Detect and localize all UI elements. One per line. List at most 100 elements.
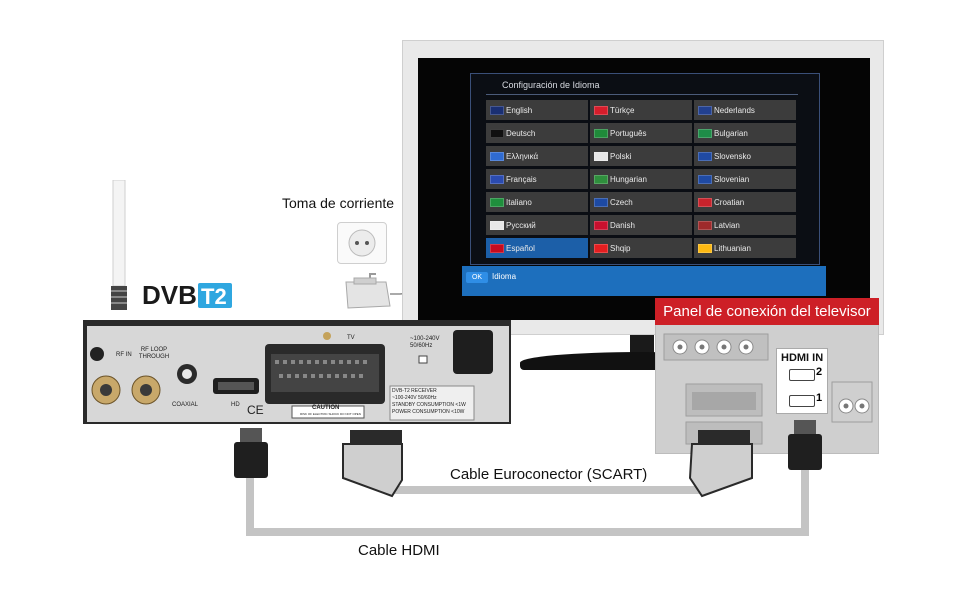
- language-option-label: Czech: [610, 197, 633, 207]
- language-option[interactable]: Slovensko: [694, 146, 796, 166]
- flag-icon: [698, 174, 712, 184]
- power-spec-label: ~100-240V 50/60Hz: [410, 336, 440, 349]
- receiver-connectors: CE: [90, 330, 493, 421]
- dvb-t2-logo: DVB T2: [140, 280, 235, 310]
- scart-plug-right: [688, 430, 753, 498]
- flag-icon: [698, 243, 712, 253]
- coaxial-label: COAXIAL: [172, 402, 199, 408]
- hdmi-cable-label: Cable HDMI: [358, 542, 440, 559]
- language-option[interactable]: Nederlands: [694, 100, 796, 120]
- hdmi-port-2-number: 2: [816, 366, 823, 378]
- language-option-label: Lithuanian: [714, 243, 751, 253]
- flag-icon: [698, 128, 712, 138]
- language-option[interactable]: Português: [590, 123, 692, 143]
- flag-icon: [490, 151, 504, 161]
- language-option-label: Español: [506, 243, 535, 253]
- hdmi-in-box: [776, 348, 828, 414]
- tv-stand-neck: [630, 335, 654, 355]
- model-label: DVB-T2 RECEIVER: [392, 388, 437, 394]
- ok-button[interactable]: OK: [466, 272, 488, 283]
- power-outlet-label: Toma de corriente: [282, 195, 395, 211]
- language-option-label: Slovensko: [714, 151, 751, 161]
- flag-icon: [594, 151, 608, 161]
- scart-plug-left: [342, 430, 403, 498]
- flag-icon: [594, 174, 608, 184]
- hdmi-port-1: [789, 395, 815, 407]
- language-option-label: Croatian: [714, 197, 745, 207]
- caution-label: CAUTION: [312, 405, 340, 411]
- language-option[interactable]: Czech: [590, 192, 692, 212]
- language-option-label: Italiano: [506, 197, 532, 207]
- language-option[interactable]: Bulgarian: [694, 123, 796, 143]
- caution-sub-label: RISK OF ELECTRIC SHOCK DO NOT OPEN: [300, 412, 361, 416]
- svg-text:DVB: DVB: [142, 280, 197, 310]
- language-option[interactable]: Polski: [590, 146, 692, 166]
- language-option[interactable]: Русский: [486, 215, 588, 235]
- language-option-label: Português: [610, 128, 647, 138]
- flag-icon: [698, 105, 712, 115]
- hdmi-plug-left: [234, 428, 268, 478]
- language-option[interactable]: Ελληνικά: [486, 146, 588, 166]
- hdmi-port-2: [789, 369, 815, 381]
- language-option-label: Русский: [506, 220, 536, 230]
- language-option-label: Shqip: [610, 243, 631, 253]
- menu-divider: [486, 94, 798, 95]
- language-option-label: Türkçe: [610, 105, 635, 115]
- dvb-t2-logo-icon: DVB T2: [142, 280, 232, 310]
- antenna: [110, 179, 128, 310]
- menu-title: Configuración de Idioma: [502, 80, 600, 90]
- language-option[interactable]: Español: [486, 238, 588, 258]
- label-line-4: POWER CONSUMPTION <10W: [392, 409, 465, 415]
- bottom-bar: [462, 266, 826, 296]
- language-option-label: Français: [506, 174, 537, 184]
- language-option-label: Bulgarian: [714, 128, 748, 138]
- hdmi-in-label: HDMI IN: [781, 352, 824, 364]
- label-line-2: ~100-240V 50/60Hz: [392, 395, 437, 401]
- antenna-icon: [111, 179, 127, 310]
- flag-icon: [490, 105, 504, 115]
- svg-text:T2: T2: [201, 284, 227, 309]
- language-option-label: Deutsch: [506, 128, 536, 138]
- language-option[interactable]: Slovenian: [694, 169, 796, 189]
- flag-icon: [490, 174, 504, 184]
- language-option[interactable]: Danish: [590, 215, 692, 235]
- language-option[interactable]: Hungarian: [590, 169, 692, 189]
- power-cable: [345, 273, 461, 321]
- power-socket-icon: [348, 229, 376, 257]
- rf-loop-label: RF LOOP THROUGH: [138, 347, 170, 360]
- flag-icon: [490, 243, 504, 253]
- hdmi-port-1-number: 1: [816, 392, 823, 404]
- rf-in-label: RF IN: [116, 352, 132, 358]
- language-option-label: Latvian: [714, 220, 740, 230]
- language-option-label: Nederlands: [714, 105, 755, 115]
- power-outlet: [337, 222, 387, 264]
- flag-icon: [594, 243, 608, 253]
- hdmi-plug-right: [788, 420, 822, 470]
- language-option[interactable]: Italiano: [486, 192, 588, 212]
- language-option[interactable]: Deutsch: [486, 123, 588, 143]
- flag-icon: [698, 197, 712, 207]
- hd-label: HD: [231, 402, 240, 408]
- flag-icon: [490, 197, 504, 207]
- flag-icon: [698, 151, 712, 161]
- flag-icon: [594, 197, 608, 207]
- language-option[interactable]: Français: [486, 169, 588, 189]
- language-option[interactable]: Lithuanian: [694, 238, 796, 258]
- tv-label: TV: [347, 335, 355, 341]
- language-option-label: Hungarian: [610, 174, 647, 184]
- language-option[interactable]: Shqip: [590, 238, 692, 258]
- language-option[interactable]: Latvian: [694, 215, 796, 235]
- language-option[interactable]: English: [486, 100, 588, 120]
- flag-icon: [594, 220, 608, 230]
- flag-icon: [490, 220, 504, 230]
- language-option-label: Danish: [610, 220, 635, 230]
- language-option[interactable]: Türkçe: [590, 100, 692, 120]
- flag-icon: [698, 220, 712, 230]
- svg-text:CE: CE: [247, 403, 264, 417]
- bottom-bar-label: Idioma: [492, 272, 517, 281]
- tv-panel-title: Panel de conexión del televisor: [655, 298, 879, 325]
- flag-icon: [594, 128, 608, 138]
- language-option[interactable]: Croatian: [694, 192, 796, 212]
- label-line-3: STANDBY CONSUMPTION <1W: [392, 402, 466, 408]
